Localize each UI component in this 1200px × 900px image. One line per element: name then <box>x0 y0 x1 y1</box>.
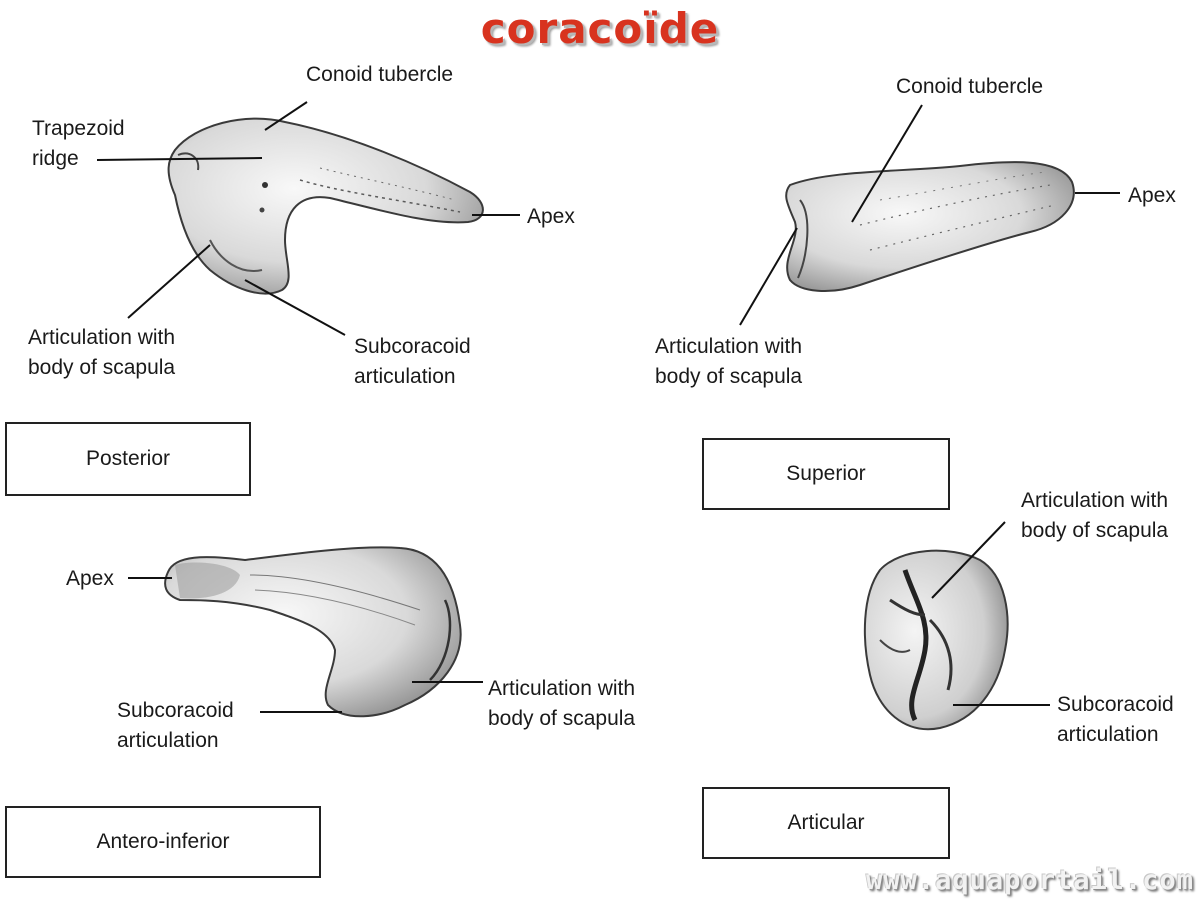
bone-superior <box>785 161 1075 292</box>
bone-antero-inferior <box>164 546 462 718</box>
label-posterior-articulation-scapula: Articulation with body of scapula <box>28 326 176 379</box>
page-title: coracoïde <box>480 4 720 53</box>
view-box-articular: Articular <box>702 787 950 859</box>
label-posterior-apex: Apex <box>527 205 575 228</box>
label-antero-apex: Apex <box>66 567 114 590</box>
leader-lines <box>96 101 1120 713</box>
view-box-superior: Superior <box>702 438 950 510</box>
label-superior-articulation-scapula: Articulation with body of scapula <box>655 335 803 388</box>
label-antero-subcoracoid: Subcoracoid articulation <box>117 699 234 752</box>
view-box-antero-inferior: Antero-inferior <box>5 806 321 878</box>
label-articular-subcoracoid: Subcoracoid articulation <box>1057 693 1174 746</box>
watermark-text: www.aquaportail.com <box>866 865 1194 896</box>
label-posterior-conoid-tubercle: Conoid tubercle <box>306 63 454 86</box>
label-superior-apex: Apex <box>1128 184 1176 207</box>
label-superior-conoid-tubercle: Conoid tubercle <box>896 75 1044 98</box>
bone-articular <box>863 549 1009 731</box>
label-posterior-subcoracoid: Subcoracoid articulation <box>354 335 471 388</box>
view-box-posterior: Posterior <box>5 422 251 496</box>
label-articular-articulation-scapula: Articulation with body of scapula <box>1021 489 1169 542</box>
label-posterior-trapezoid-ridge: Trapezoid ridge <box>32 117 125 170</box>
label-antero-articulation-scapula: Articulation with body of scapula <box>488 677 636 730</box>
bone-posterior <box>167 117 484 295</box>
